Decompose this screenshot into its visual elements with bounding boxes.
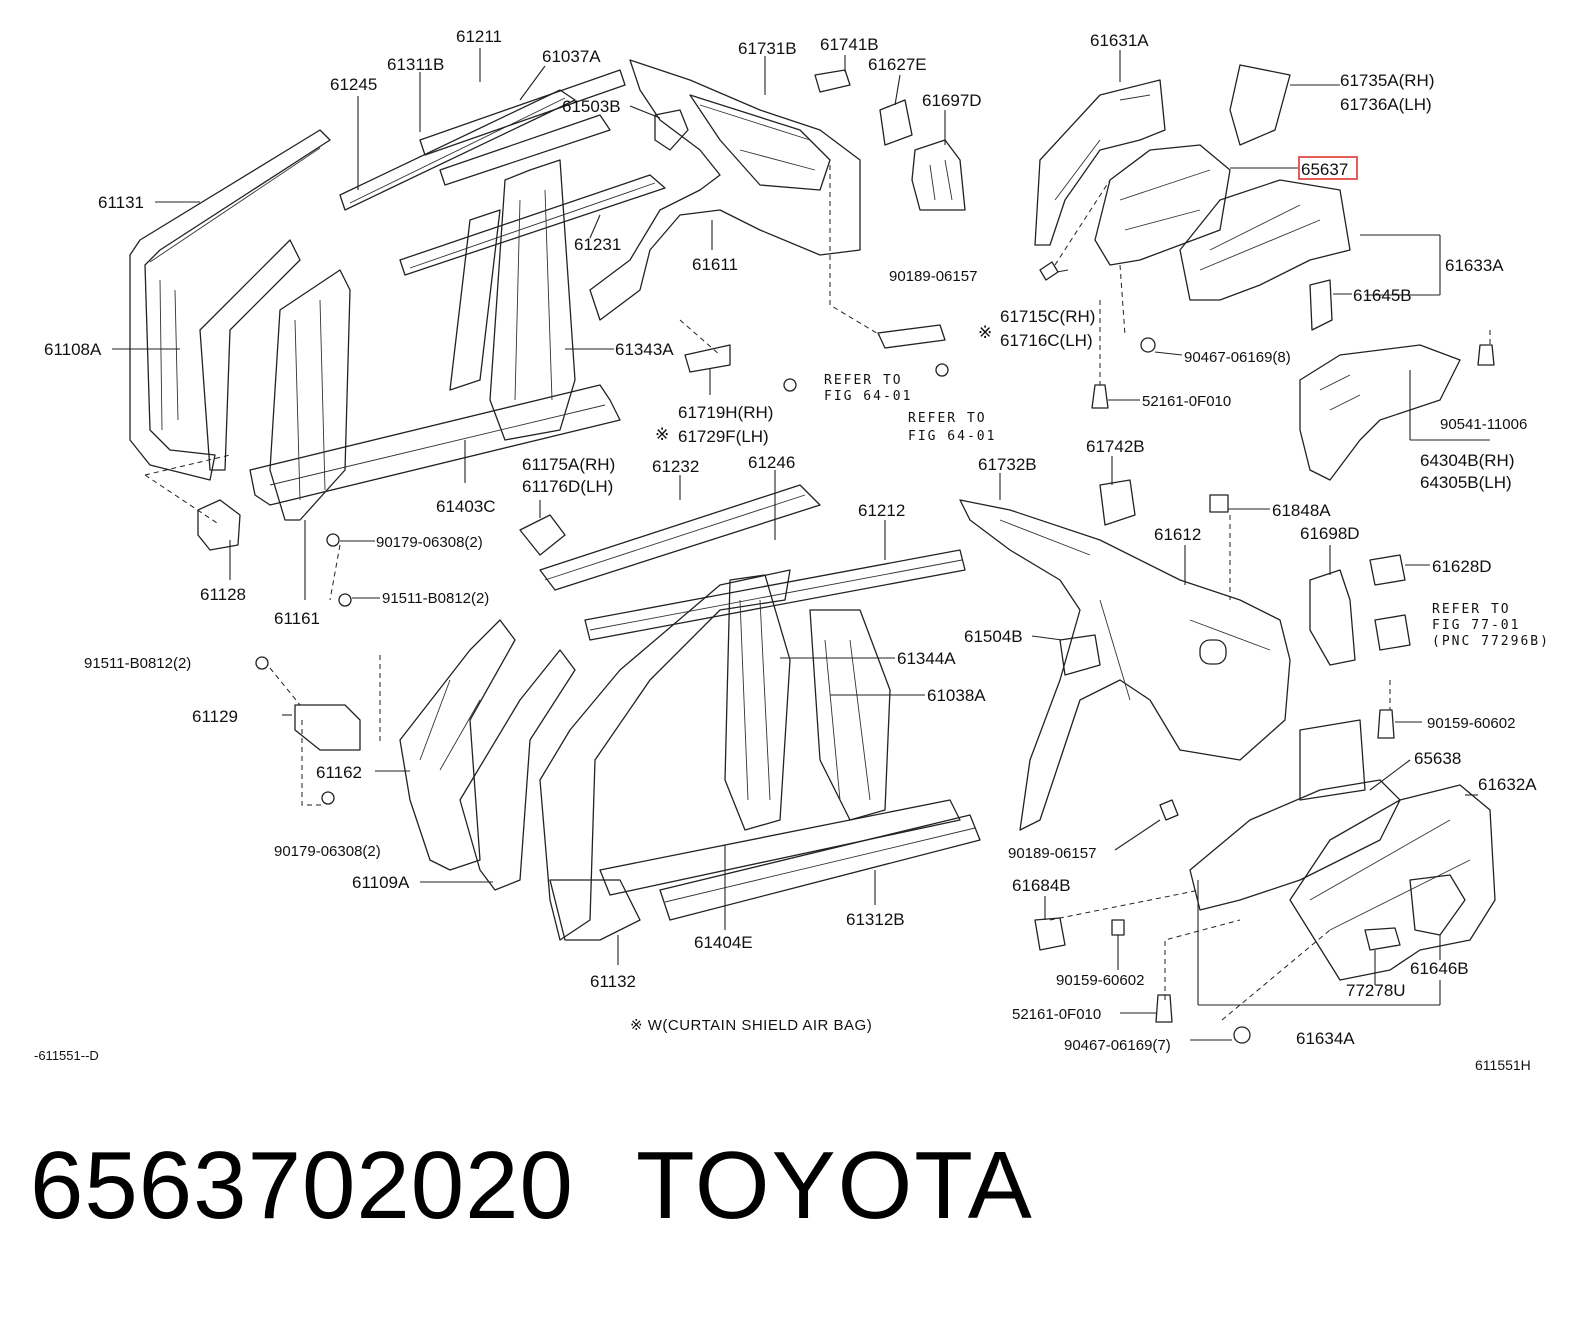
figure-id-right: 611551H bbox=[1475, 1057, 1531, 1073]
label-61128: 61128 bbox=[200, 585, 246, 604]
refer-2-line1: REFER TO bbox=[908, 411, 987, 426]
label-61232: 61232 bbox=[652, 457, 699, 476]
label-52161-a: 52161-0F010 bbox=[1142, 393, 1231, 410]
label-61634A: 61634A bbox=[1296, 1029, 1355, 1048]
quarter-panel-lower bbox=[959, 479, 1496, 1044]
label-64304B: 64304B(RH) bbox=[1420, 451, 1515, 470]
label-61246: 61246 bbox=[748, 453, 795, 472]
footer-brand-name: TOYOTA bbox=[636, 1132, 1034, 1239]
refer-2-line2: FIG 64-01 bbox=[908, 429, 996, 444]
label-61037A: 61037A bbox=[542, 47, 601, 66]
label-61627E: 61627E bbox=[868, 55, 927, 74]
label-91511-a: 91511-B0812(2) bbox=[382, 590, 489, 607]
label-61735A: 61735A(RH) bbox=[1340, 71, 1435, 90]
footer-part-number: 6563702020 bbox=[30, 1132, 574, 1239]
label-65638: 65638 bbox=[1414, 749, 1461, 768]
label-61732B: 61732B bbox=[978, 455, 1037, 474]
footnote-curtain-shield: ※ W(CURTAIN SHIELD AIR BAG) bbox=[630, 1017, 872, 1034]
label-61212: 61212 bbox=[858, 501, 905, 520]
label-61741B: 61741B bbox=[820, 35, 879, 54]
parts-diagram: 61211 61311B 61037A 61245 61503B 61131 6… bbox=[34, 27, 1550, 1073]
label-61343A: 61343A bbox=[615, 340, 674, 359]
label-61645B: 61645B bbox=[1353, 286, 1412, 305]
label-90541: 90541-11006 bbox=[1440, 416, 1527, 433]
label-61503B: 61503B bbox=[562, 97, 621, 116]
label-61848A: 61848A bbox=[1272, 501, 1331, 520]
label-61108A: 61108A bbox=[44, 340, 102, 359]
label-90467-b: 90467-06169(7) bbox=[1064, 1037, 1171, 1054]
label-90189-a: 90189-06157 bbox=[889, 268, 977, 285]
label-61311B: 61311B bbox=[387, 55, 444, 74]
refer-3-line2: FIG 77-01 bbox=[1432, 618, 1520, 633]
label-61403C: 61403C bbox=[436, 497, 496, 516]
quarter-panel-upper bbox=[589, 59, 966, 392]
label-61038A: 61038A bbox=[927, 686, 986, 705]
label-61175A: 61175A(RH) bbox=[522, 455, 615, 474]
label-61211: 61211 bbox=[456, 27, 502, 46]
refer-1-line2: FIG 64-01 bbox=[824, 389, 912, 404]
label-61736A: 61736A(LH) bbox=[1340, 95, 1432, 114]
highlight-box-65637 bbox=[1298, 156, 1358, 180]
refer-3-line3: (PNC 77296B) bbox=[1432, 634, 1550, 649]
label-90179-b: 90179-06308(2) bbox=[274, 843, 381, 860]
asterisk-1: ※ bbox=[978, 323, 992, 342]
label-61132: 61132 bbox=[590, 972, 636, 991]
leader-lines bbox=[112, 48, 1478, 1041]
label-90467-a: 90467-06169(8) bbox=[1184, 349, 1291, 366]
left-body-assembly-lower bbox=[255, 484, 981, 941]
asterisk-2: ※ bbox=[655, 425, 669, 444]
rear-wheel-house-assembly bbox=[1034, 64, 1495, 481]
label-61344A: 61344A bbox=[897, 649, 956, 668]
label-52161-b: 52161-0F010 bbox=[1012, 1006, 1101, 1023]
label-61729F: 61729F(LH) bbox=[678, 427, 769, 446]
label-61715C: 61715C(RH) bbox=[1000, 307, 1095, 326]
label-61231: 61231 bbox=[574, 235, 621, 254]
label-61129: 61129 bbox=[192, 707, 238, 726]
label-61312B: 61312B bbox=[846, 910, 905, 929]
label-65637: 65637 bbox=[1301, 160, 1348, 179]
label-61161: 61161 bbox=[274, 609, 320, 628]
label-61716C: 61716C(LH) bbox=[1000, 331, 1093, 350]
label-77278U: 77278U bbox=[1346, 981, 1406, 1000]
label-61632A: 61632A bbox=[1478, 775, 1537, 794]
label-61631A: 61631A bbox=[1090, 31, 1149, 50]
label-61731B: 61731B bbox=[738, 39, 797, 58]
label-61162: 61162 bbox=[316, 763, 362, 782]
label-91511-b: 91511-B0812(2) bbox=[84, 655, 191, 672]
label-61504B: 61504B bbox=[964, 627, 1023, 646]
label-61698D: 61698D bbox=[1300, 524, 1360, 543]
label-61404E: 61404E bbox=[694, 933, 753, 952]
label-61176D: 61176D(LH) bbox=[522, 477, 613, 496]
label-61131: 61131 bbox=[98, 193, 144, 212]
label-64305B: 64305B(LH) bbox=[1420, 473, 1512, 492]
label-61633A: 61633A bbox=[1445, 256, 1504, 275]
label-61109A: 61109A bbox=[352, 873, 410, 892]
refer-1-line1: REFER TO bbox=[824, 373, 903, 388]
label-61697D: 61697D bbox=[922, 91, 982, 110]
label-61719H: 61719H(RH) bbox=[678, 403, 773, 422]
label-90159-b: 90159-60602 bbox=[1056, 972, 1144, 989]
left-body-assembly-upper bbox=[129, 69, 666, 607]
label-61646B: 61646B bbox=[1410, 959, 1469, 978]
label-90179-a: 90179-06308(2) bbox=[376, 534, 483, 551]
label-61611: 61611 bbox=[692, 255, 738, 274]
label-61684B: 61684B bbox=[1012, 876, 1071, 895]
refer-3-line1: REFER TO bbox=[1432, 602, 1511, 617]
label-61245: 61245 bbox=[330, 75, 377, 94]
figure-id-left: -611551--D bbox=[34, 1048, 99, 1063]
label-61742B: 61742B bbox=[1086, 437, 1145, 456]
label-90189-b: 90189-06157 bbox=[1008, 845, 1096, 862]
label-61612: 61612 bbox=[1154, 525, 1201, 544]
part-labels: 61211 61311B 61037A 61245 61503B 61131 6… bbox=[34, 27, 1550, 1073]
label-90159-a: 90159-60602 bbox=[1427, 715, 1515, 732]
label-61628D: 61628D bbox=[1432, 557, 1492, 576]
